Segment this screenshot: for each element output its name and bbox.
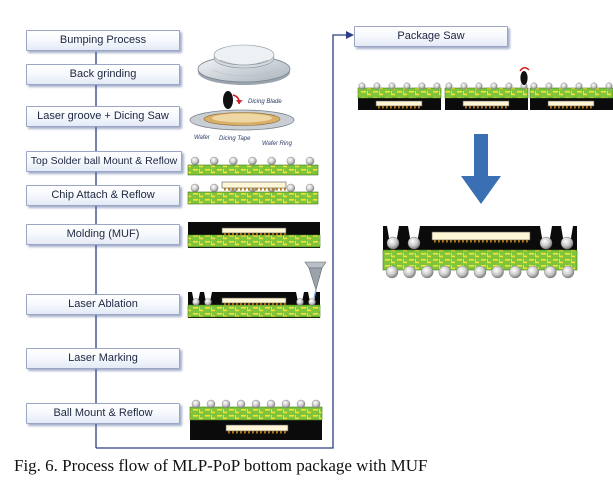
step-back-grinding: Back grinding [26, 64, 180, 85]
wafer-grinding-illustration [197, 44, 291, 85]
cross-section-group [187, 82, 613, 440]
xsection-package-saw-strip [357, 82, 613, 110]
label-wafer-ring: Wafer Ring [262, 141, 293, 147]
flow-line-connector [96, 34, 350, 449]
big-down-arrow [461, 134, 501, 204]
step-bumping-process: Bumping Process [26, 30, 180, 51]
step-ball-mount-reflow: Ball Mount & Reflow [26, 403, 180, 424]
step-laser-ablation: Laser Ablation [26, 294, 180, 315]
dicing-saw-illustration [189, 91, 295, 131]
figure-caption: Fig. 6. Process flow of MLP-PoP bottom p… [14, 456, 428, 475]
xsection-chip-attach [187, 181, 319, 205]
xsection-top-ball-mount [187, 156, 319, 176]
xsection-ball-mount [189, 399, 323, 440]
step-molding-muf: Molding (MUF) [26, 224, 180, 245]
laser-nozzle-icon [304, 261, 327, 299]
xsection-molding [187, 222, 321, 248]
flow-arrow-head [346, 31, 354, 39]
label-wafer: Wafer [194, 135, 211, 141]
step-top-solder-ball-mount: Top Solder ball Mount & Reflow [26, 151, 182, 172]
saw-blade-icon [519, 67, 530, 85]
step-package-saw: Package Saw [354, 26, 508, 47]
step-chip-attach-reflow: Chip Attach & Reflow [26, 185, 180, 206]
label-dicing-tape: Dicing Tape [219, 136, 251, 142]
step-laser-groove-dicing-saw: Laser groove + Dicing Saw [26, 106, 180, 127]
xsection-laser-ablation [187, 292, 321, 318]
label-dicing-blade: Dicing Blade [248, 99, 282, 105]
step-laser-marking: Laser Marking [26, 348, 180, 369]
xsection-final-package [382, 226, 578, 279]
